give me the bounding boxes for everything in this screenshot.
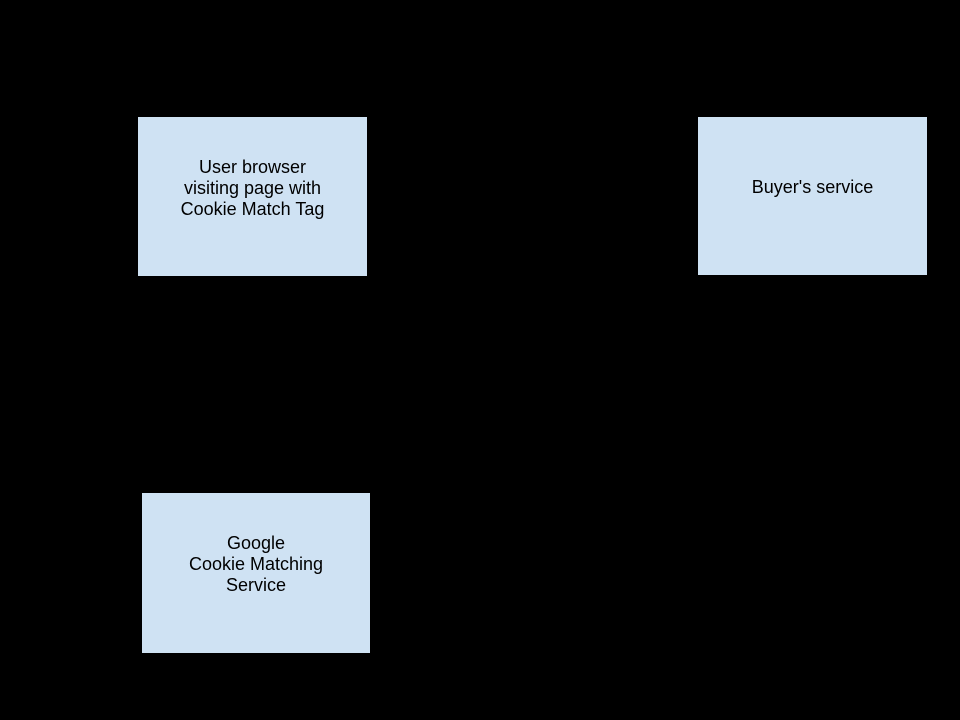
node-user-browser: User browser visiting page with Cookie M… bbox=[137, 116, 368, 277]
node-buyers-service: Buyer's service bbox=[697, 116, 928, 276]
node-user-browser-label: User browser visiting page with Cookie M… bbox=[180, 156, 325, 219]
node-google-cookie-matching-service: Google Cookie Matching Service bbox=[141, 492, 371, 654]
node-buyers-service-label: Buyer's service bbox=[751, 177, 874, 197]
node-google-cookie-matching-service-label: Google Cookie Matching Service bbox=[188, 533, 324, 595]
